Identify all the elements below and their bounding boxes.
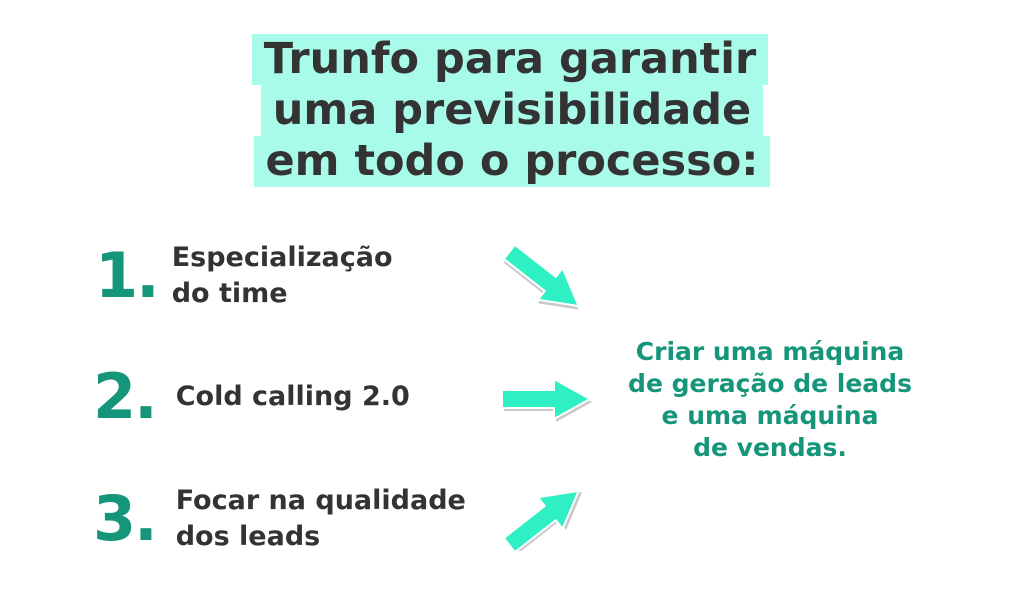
title-block: Trunfo para garantir uma previsibilidade… — [0, 34, 1024, 187]
arrow-right-icon — [501, 378, 592, 422]
arrow-up-right-icon — [502, 489, 583, 551]
title-line-2: uma previsibilidade — [260, 85, 764, 136]
step-number: 2. — [93, 360, 158, 433]
step-number: 3. — [93, 482, 158, 555]
step-number: 1. — [95, 239, 160, 312]
step-2: 2. Cold calling 2.0 — [93, 366, 410, 428]
title-line-1: Trunfo para garantir — [251, 34, 769, 85]
result-text: Criar uma máquina de geração de leads e … — [628, 337, 912, 462]
step-3: 3. Focar na qualidade dos leads — [93, 483, 466, 555]
step-label: Especialização do time — [171, 242, 393, 309]
step-1: 1. Especialização do time — [95, 240, 393, 312]
step-label: Cold calling 2.0 — [175, 381, 410, 412]
arrow-down-right-icon — [502, 246, 580, 310]
title-line-3: em todo o processo: — [253, 136, 771, 187]
step-label: Focar na qualidade dos leads — [175, 485, 466, 552]
